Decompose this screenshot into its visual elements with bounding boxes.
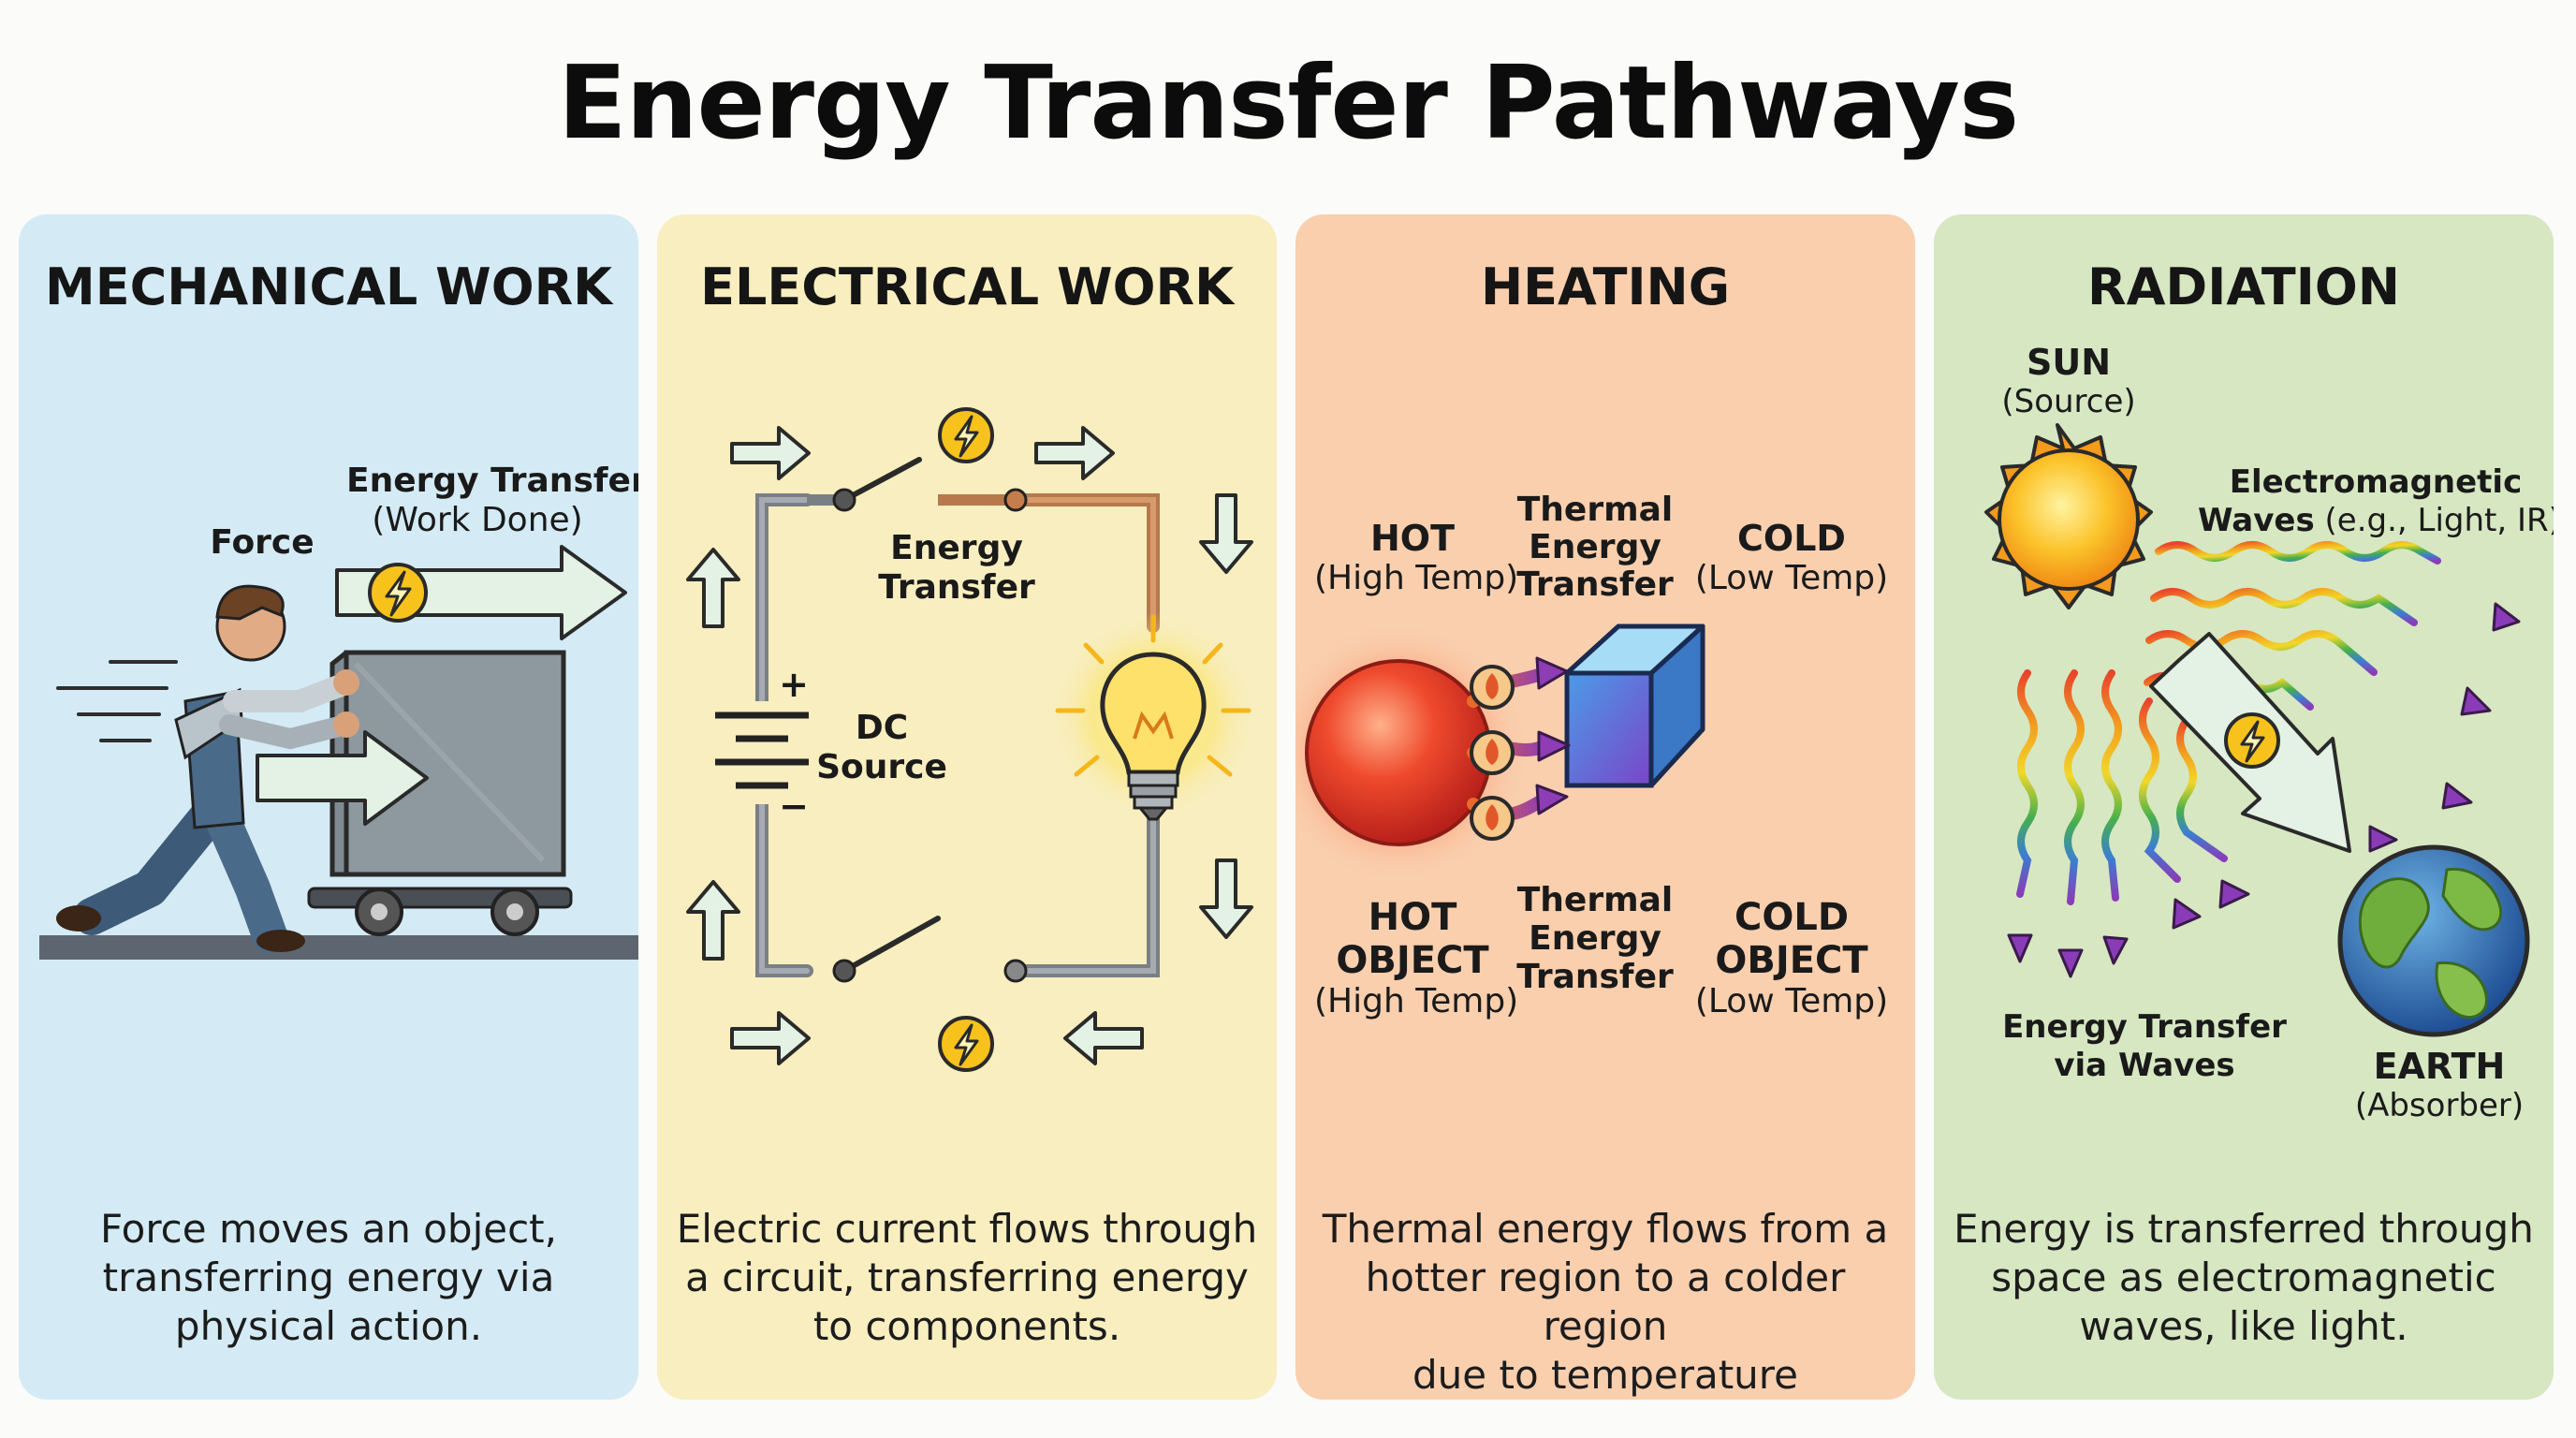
positive-terminal-label: + xyxy=(779,664,809,705)
thermal-transfer-label-bottom: Thermal Energy Transfer xyxy=(1516,881,1674,996)
radiation-illustration xyxy=(1984,423,2530,1037)
dc-source-label: DC Source xyxy=(816,709,947,786)
panel-description: Force moves an object, transferring ener… xyxy=(99,1206,557,1349)
person-pushing-icon xyxy=(56,584,359,953)
ground-icon xyxy=(39,935,638,960)
panel-electrical-work: ELECTRICAL WORK Energy Transfer DC Sourc… xyxy=(657,214,1277,1400)
negative-terminal-label: − xyxy=(779,785,809,827)
panel-title: HEATING xyxy=(1480,257,1731,316)
panel-radiation: RADIATION SUN (Source) Electromagnetic W… xyxy=(1934,214,2554,1400)
lightning-bolt-icon xyxy=(2224,712,2280,769)
panel-title: ELECTRICAL WORK xyxy=(700,257,1234,316)
flame-icon xyxy=(1470,665,1515,841)
cart-icon xyxy=(307,887,573,936)
current-flow-arrows-icon xyxy=(686,426,1253,1065)
hot-label-top: HOT (High Temp) xyxy=(1314,518,1519,597)
dc-battery-icon xyxy=(715,701,809,804)
top-switch-icon xyxy=(807,457,1028,512)
heating-illustration xyxy=(1295,622,1705,884)
page-title: Energy Transfer Pathways xyxy=(557,45,2019,162)
electromagnetic-waves-label: Electromagnetic Waves (e.g., Light, IR) xyxy=(2198,463,2554,539)
energy-transfer-waves-label: Energy Transfer via Waves xyxy=(2002,1008,2287,1084)
lightning-bolt-icon xyxy=(368,563,428,623)
mechanical-illustration xyxy=(39,545,638,960)
hot-sphere-icon xyxy=(1305,659,1492,846)
panel-description: Thermal energy flows from a hotter regio… xyxy=(1322,1206,1889,1398)
lightning-bolt-icon xyxy=(938,1016,994,1072)
panel-title: RADIATION xyxy=(2087,257,2400,316)
force-label: Force xyxy=(210,523,315,562)
light-bulb-icon xyxy=(1050,612,1256,821)
cold-object-label: COLD OBJECT (Low Temp) xyxy=(1694,896,1889,1020)
earth-label: EARTH (Absorber) xyxy=(2354,1046,2525,1124)
earth-icon xyxy=(2337,844,2530,1037)
heavy-box-icon xyxy=(329,650,566,877)
energy-transfer-label: Energy Transfer (Work Done) xyxy=(346,462,638,539)
panel-heating: HEATING HOT (High Temp) Thermal Energy T… xyxy=(1295,214,1915,1400)
lightning-bolt-icon xyxy=(938,407,994,463)
panel-mechanical-work: MECHANICAL WORK Force Energy Transfer (W… xyxy=(19,214,638,1400)
panel-description: Energy is transferred through space as e… xyxy=(1954,1206,2534,1349)
energy-transfer-label: Energy Transfer xyxy=(878,529,1035,607)
cold-cube-icon xyxy=(1564,624,1705,788)
bottom-switch-icon xyxy=(832,916,1028,983)
cold-label-top: COLD (Low Temp) xyxy=(1694,518,1889,597)
panel-title: MECHANICAL WORK xyxy=(44,257,613,316)
force-arrow-icon xyxy=(256,730,429,826)
motion-lines-icon xyxy=(56,660,178,742)
electrical-illustration xyxy=(686,407,1256,1072)
thermal-transfer-label-top: Thermal Energy Transfer xyxy=(1516,491,1674,604)
sun-label: SUN (Source) xyxy=(2001,342,2136,420)
hot-object-label: HOT OBJECT (High Temp) xyxy=(1314,896,1519,1020)
sun-icon xyxy=(1984,423,2153,609)
energy-transfer-arrow-icon xyxy=(335,545,627,640)
panel-description: Electric current flows through a circuit… xyxy=(676,1206,1258,1349)
